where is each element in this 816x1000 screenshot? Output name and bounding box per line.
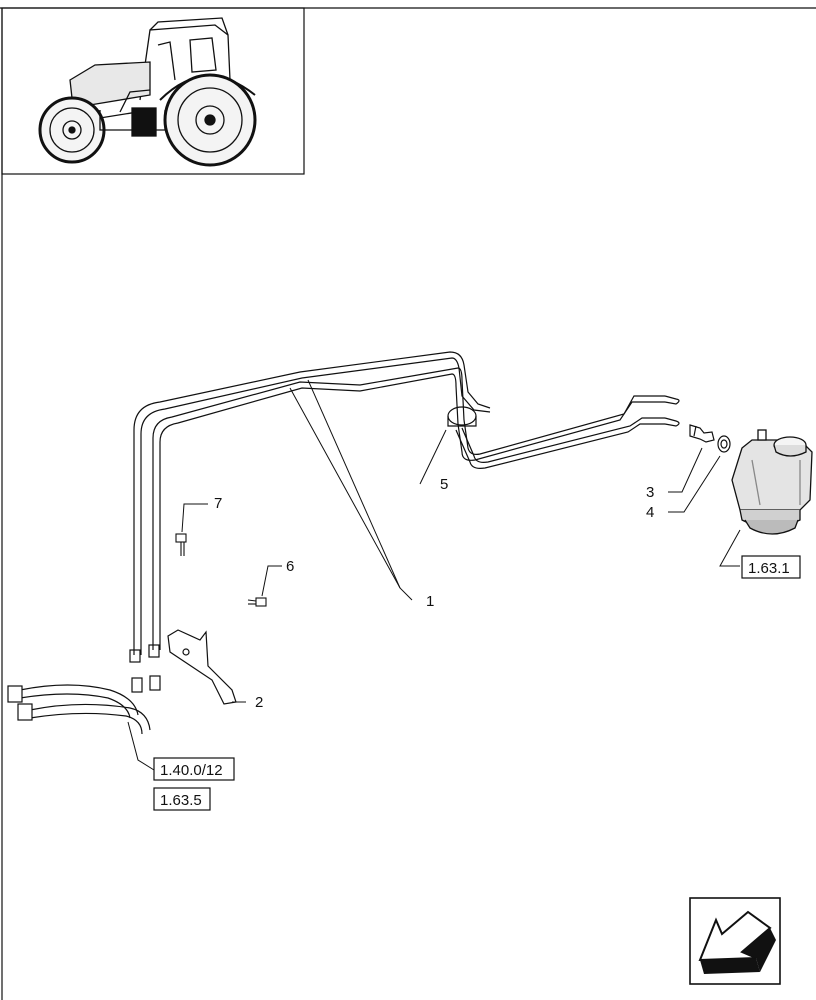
svg-text:1.40.0/12: 1.40.0/12 <box>160 762 223 779</box>
callout-4: 4 <box>646 504 654 521</box>
callout-5: 5 <box>440 476 448 493</box>
washer-4 <box>717 435 731 453</box>
adapter-3 <box>689 424 715 443</box>
ref-box-1-63-5[interactable]: 1.63.5 <box>153 787 211 811</box>
svg-text:1.63.1: 1.63.1 <box>748 560 790 577</box>
ref-box-1-63-1[interactable]: 1.63.1 <box>741 555 801 579</box>
callout-6: 6 <box>286 558 294 575</box>
callout-3: 3 <box>646 484 654 501</box>
leader-lines <box>127 379 741 771</box>
bolt-6 <box>247 597 267 607</box>
hose-pair <box>7 675 161 735</box>
steering-unit <box>731 429 813 535</box>
previous-page-arrow-icon[interactable] <box>689 897 781 985</box>
callout-7: 7 <box>214 495 222 512</box>
callout-1: 1 <box>426 593 434 610</box>
pipe-assembly-1 <box>129 351 680 663</box>
bolt-7 <box>175 533 187 556</box>
callout-2: 2 <box>255 694 263 711</box>
tractor-thumbnail-icon <box>38 17 257 167</box>
ref-box-1-40-0-12[interactable]: 1.40.0/12 <box>153 757 235 781</box>
page-frame <box>0 7 816 1000</box>
svg-text:1.63.5: 1.63.5 <box>160 792 202 809</box>
bracket-2 <box>167 629 237 705</box>
